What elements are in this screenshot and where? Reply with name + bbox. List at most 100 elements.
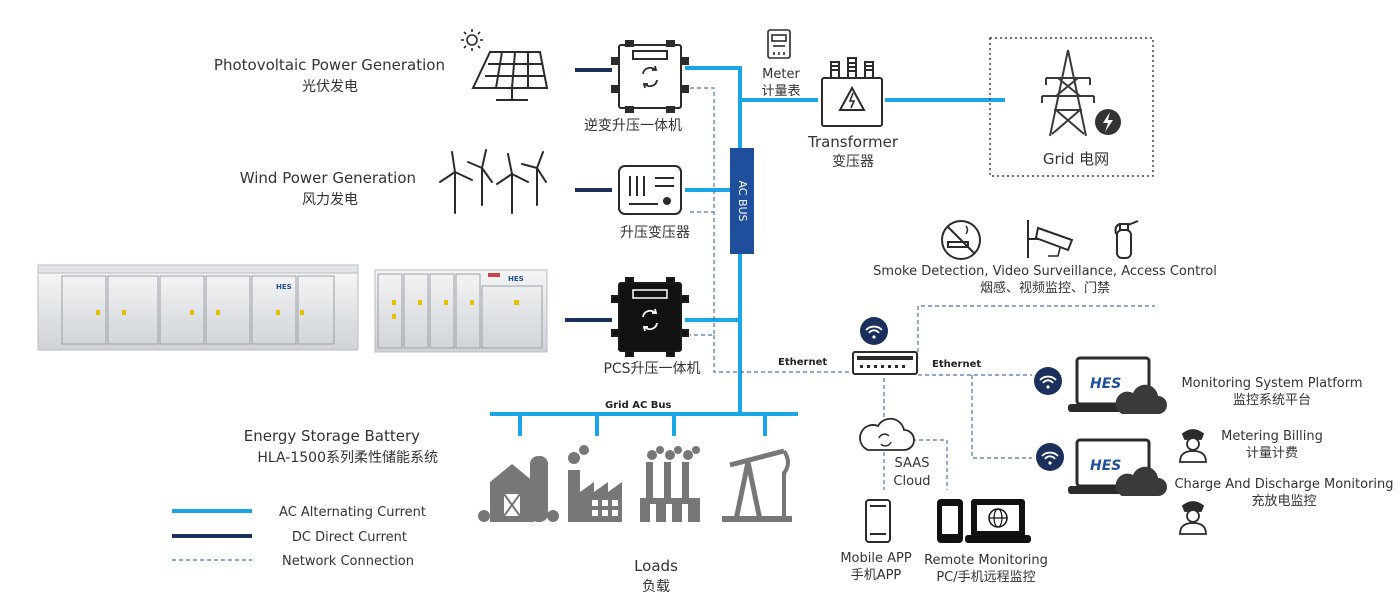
battery-section: HES HES Energy Storage Battery HLA-1500系… xyxy=(37,264,548,466)
pv-section: Photovoltaic Power Generation 光伏发电 xyxy=(214,29,549,101)
wind-section: Wind Power Generation 风力发电 xyxy=(240,149,547,214)
wind-turbine-1 xyxy=(439,151,473,214)
transformer-label-cn: 变压器 xyxy=(832,154,874,170)
booster-transformer-icon xyxy=(618,165,682,215)
pv-label-cn: 光伏发电 xyxy=(302,79,358,95)
security-camera-icon xyxy=(1027,220,1074,258)
inverter-device: 逆变升压一体机 xyxy=(584,40,689,134)
sun-icon xyxy=(461,29,483,51)
power-tower-icon xyxy=(1041,49,1095,137)
charge-monitoring: Charge And Discharge Monitoring 充放电监控 xyxy=(1174,477,1394,535)
pv-label-en: Photovoltaic Power Generation xyxy=(214,56,445,74)
cloud-sync-icon xyxy=(859,417,915,451)
booster-device: 升压变压器 xyxy=(618,165,690,241)
battery-label-en: Energy Storage Battery xyxy=(244,427,420,445)
legend-ac-label: AC Alternating Current xyxy=(279,505,426,520)
network-lines xyxy=(690,87,1155,490)
meter-icon xyxy=(767,29,791,59)
phone-icon-remote xyxy=(937,499,963,543)
network-switch: Ethernet Ethernet xyxy=(778,317,981,375)
remote-monitoring: Remote Monitoring PC/手机远程监控 xyxy=(924,499,1048,585)
ethernet-left-label: Ethernet xyxy=(778,357,827,368)
security-label-en: Smoke Detection, Video Surveillance, Acc… xyxy=(873,264,1217,279)
inverter-icon xyxy=(611,40,689,113)
industrial-plant-icon xyxy=(640,446,700,522)
pcs-label: PCS升压一体机 xyxy=(603,361,700,377)
pcs-icon xyxy=(611,277,689,357)
laptop-globe-icon xyxy=(965,499,1031,543)
net-line-saas-remote xyxy=(905,439,948,490)
security-label-cn: 烟感、视频监控、门禁 xyxy=(980,280,1110,296)
cloud-icon-platform-2 xyxy=(1115,466,1167,496)
farm-barn-icon xyxy=(478,456,559,522)
charge-label-en: Charge And Discharge Monitoring xyxy=(1174,477,1393,492)
battery-cabinet-large: HES xyxy=(37,264,359,351)
wind-label-cn: 风力发电 xyxy=(302,192,358,208)
battery-label-cn: HLA-1500系列柔性储能系统 xyxy=(257,450,438,466)
fire-extinguisher-icon xyxy=(1114,220,1139,259)
net-line-security xyxy=(917,305,1155,352)
grid-label: Grid 电网 xyxy=(1043,150,1109,168)
saas-cloud: SAAS Cloud xyxy=(859,417,931,489)
net-line-platform2 xyxy=(971,375,1032,459)
oil-pump-icon xyxy=(722,448,792,522)
billing-label-cn: 计量计费 xyxy=(1246,446,1298,461)
switch-icon xyxy=(852,351,918,375)
monitoring-platform-1: HES Monitoring System Platform 监控系统平台 xyxy=(1034,356,1363,414)
meter-label-cn: 计量表 xyxy=(761,84,800,99)
loads-section: Grid AC Bus xyxy=(478,400,792,595)
monitoring-platform-2: HES xyxy=(1036,438,1167,496)
meter-label-en: Meter xyxy=(762,67,800,82)
officer-icon-charge xyxy=(1179,501,1207,535)
wifi-icon-platform-2 xyxy=(1036,443,1064,471)
wind-turbine-2 xyxy=(467,149,493,206)
battery-brand-small: HES xyxy=(508,275,524,283)
mobile-phone-icon xyxy=(865,499,891,543)
grid-ac-bus-label: Grid AC Bus xyxy=(605,400,672,411)
laptop-brand-2: HES xyxy=(1090,458,1121,474)
platform-label-cn: 监控系统平台 xyxy=(1233,393,1311,408)
remote-label-cn: PC/手机远程监控 xyxy=(936,570,1035,585)
laptop-brand-1: HES xyxy=(1090,376,1121,392)
wind-turbines-icon xyxy=(439,149,547,214)
wifi-icon-platform-1 xyxy=(1034,367,1062,395)
no-smoking-icon xyxy=(941,220,981,260)
loads-label-cn: 负载 xyxy=(642,579,670,595)
transformer-device: Transformer 变压器 xyxy=(807,57,899,170)
legend-net-label: Network Connection xyxy=(282,554,414,569)
mobile-label-en: Mobile APP xyxy=(840,551,912,566)
cloud-icon-platform-1 xyxy=(1115,384,1167,414)
transformer-label-en: Transformer xyxy=(807,133,899,151)
solar-panel-icon xyxy=(471,51,549,101)
saas-label-line2: Cloud xyxy=(893,474,930,489)
mobile-app: Mobile APP 手机APP xyxy=(840,499,912,583)
remote-label-en: Remote Monitoring xyxy=(924,553,1048,568)
ac-bus-bar: AC BUS xyxy=(730,148,754,254)
legend: AC Alternating Current DC Direct Current… xyxy=(172,505,426,569)
ac-bus-label: AC BUS xyxy=(736,180,749,221)
charge-label-cn: 充放电监控 xyxy=(1251,493,1316,509)
factory-icon xyxy=(568,445,622,522)
wind-turbine-3 xyxy=(496,153,529,214)
legend-dc-label: DC Direct Current xyxy=(292,530,407,545)
meter-device: Meter 计量表 xyxy=(761,29,801,99)
ethernet-right-label: Ethernet xyxy=(932,359,981,370)
metering-billing: Metering Billing 计量计费 xyxy=(1179,429,1323,463)
inverter-label: 逆变升压一体机 xyxy=(584,118,682,134)
transformer-icon xyxy=(821,57,883,127)
saas-label-line1: SAAS xyxy=(895,456,930,471)
battery-cabinet-small: HES xyxy=(374,269,548,353)
wind-turbine-4 xyxy=(521,151,547,206)
security-section: Smoke Detection, Video Surveillance, Acc… xyxy=(873,220,1217,296)
wifi-icon-switch xyxy=(860,317,888,345)
billing-label-en: Metering Billing xyxy=(1221,429,1323,444)
pcs-device: PCS升压一体机 xyxy=(603,277,701,377)
wind-label-en: Wind Power Generation xyxy=(240,169,416,187)
booster-label: 升压变压器 xyxy=(620,225,690,241)
loads-label-en: Loads xyxy=(634,557,678,575)
battery-brand-large: HES xyxy=(276,283,292,291)
lightning-icon xyxy=(1095,109,1121,135)
net-line-ethernet-left xyxy=(713,335,850,373)
grid-box: Grid 电网 xyxy=(989,37,1154,177)
